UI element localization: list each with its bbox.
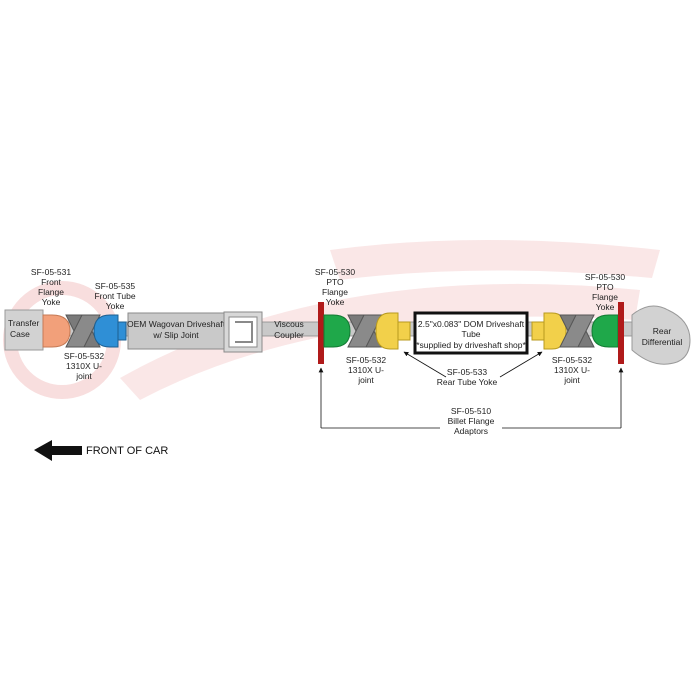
dom-tube-label-1: 2.5"x0.083" DOM Driveshaft (418, 319, 525, 329)
rear-tube-yoke-label-1: SF-05-533 (447, 367, 487, 377)
front-of-car-indicator: FRONT OF CAR (34, 440, 168, 461)
viscous-coupler-label-1: Viscous (274, 319, 304, 329)
ujoint-mid-right-label-2: 1310X U- (554, 365, 590, 375)
rear-differential (631, 305, 691, 365)
billet-flange-adaptor-left (318, 302, 324, 364)
front-tube-yoke-neck (117, 321, 127, 341)
pto-left-label-1: SF-05-530 (315, 267, 355, 277)
front-tube-yoke-label: SF-05-535 Front Tube Yoke (94, 281, 135, 311)
ujoint-front-label-3: joint (75, 371, 92, 381)
rear-tube-yoke-label-2: Rear Tube Yoke (437, 377, 498, 387)
ujoint-mid-left-label-2: 1310X U- (348, 365, 384, 375)
oem-driveshaft (127, 312, 225, 350)
pto-right-label-4: Yoke (596, 302, 615, 312)
pto-right-label-2: PTO (596, 282, 614, 292)
rear-differential-label-2: Differential (642, 337, 683, 347)
billet-adaptors-label-2: Billet Flange (448, 416, 495, 426)
pto-right-label-1: SF-05-530 (585, 272, 625, 282)
rear-tube-yoke-arrow-right (499, 351, 543, 378)
pto-right-label: SF-05-530 PTO Flange Yoke (585, 272, 625, 312)
ujoint-mid-left-label: SF-05-532 1310X U- joint (346, 355, 386, 385)
front-tube-yoke-label-3: Yoke (106, 301, 125, 311)
ujoint-mid-right-label: SF-05-532 1310X U- joint (552, 355, 592, 385)
pto-left-label-2: PTO (326, 277, 344, 287)
rear-tube-yoke-arrow-left (403, 351, 447, 378)
ujoint-front-label-2: 1310X U- (66, 361, 102, 371)
viscous-coupler-label-2: Coupler (274, 330, 304, 340)
rear-tube-yoke-left (375, 312, 399, 350)
ujoint-mid-right (559, 314, 595, 348)
ujoint-mid-right-label-3: joint (563, 375, 580, 385)
transfer-case (4, 309, 44, 351)
transfer-case-label-1: Transfer (8, 318, 40, 328)
front-flange-yoke-label: SF-05-531 Front Flange Yoke (31, 267, 71, 307)
front-tube-yoke-label-2: Front Tube (94, 291, 135, 301)
ujoint-front-label: SF-05-532 1310X U- joint (64, 351, 104, 381)
ujoint-front-label-1: SF-05-532 (64, 351, 104, 361)
dom-tube (413, 311, 529, 355)
slip-joint (223, 311, 263, 353)
billet-adaptors-label-3: Adaptors (454, 426, 488, 436)
dom-tube-label-3: *supplied by driveshaft shop* (416, 340, 526, 350)
pto-left-label: SF-05-530 PTO Flange Yoke (315, 267, 355, 307)
oem-driveshaft-label-1: OEM Wagovan Driveshaft (127, 319, 226, 329)
front-flange-yoke-label-3: Flange (38, 287, 64, 297)
pto-left-label-4: Yoke (326, 297, 345, 307)
transfer-case-label-2: Case (10, 329, 30, 339)
left-arrow-icon (34, 440, 82, 461)
rear-tube-yoke-right-neck (531, 321, 545, 341)
ujoint-front (65, 314, 101, 348)
pto-left-label-3: Flange (322, 287, 348, 297)
front-tube-yoke (93, 314, 119, 348)
oem-driveshaft-label-2: w/ Slip Joint (152, 330, 199, 340)
dom-tube-label-2: Tube (461, 329, 480, 339)
front-flange-yoke-label-1: SF-05-531 (31, 267, 71, 277)
rear-tube-yoke-label: SF-05-533 Rear Tube Yoke (437, 367, 498, 387)
front-flange-yoke-label-4: Yoke (42, 297, 61, 307)
ujoint-mid-left-label-1: SF-05-532 (346, 355, 386, 365)
pto-flange-yoke-left (323, 314, 351, 348)
billet-adaptors-label-1: SF-05-510 (451, 406, 491, 416)
billet-adaptors-label: SF-05-510 Billet Flange Adaptors (448, 406, 495, 436)
front-of-car-label: FRONT OF CAR (86, 445, 168, 457)
ujoint-mid-left-label-3: joint (357, 375, 374, 385)
pto-right-label-3: Flange (592, 292, 618, 302)
billet-flange-adaptor-right (618, 302, 624, 364)
pto-flange-yoke-right (591, 314, 619, 348)
front-tube-yoke-label-1: SF-05-535 (95, 281, 135, 291)
rear-differential-label-1: Rear (653, 326, 672, 336)
ujoint-mid-right-label-1: SF-05-532 (552, 355, 592, 365)
billet-adaptors-bracket (318, 367, 624, 429)
front-flange-yoke (42, 314, 71, 348)
rear-tube-yoke-right (543, 312, 567, 350)
rear-tube-yoke-left-neck (397, 321, 411, 341)
front-flange-yoke-label-2: Front (41, 277, 61, 287)
